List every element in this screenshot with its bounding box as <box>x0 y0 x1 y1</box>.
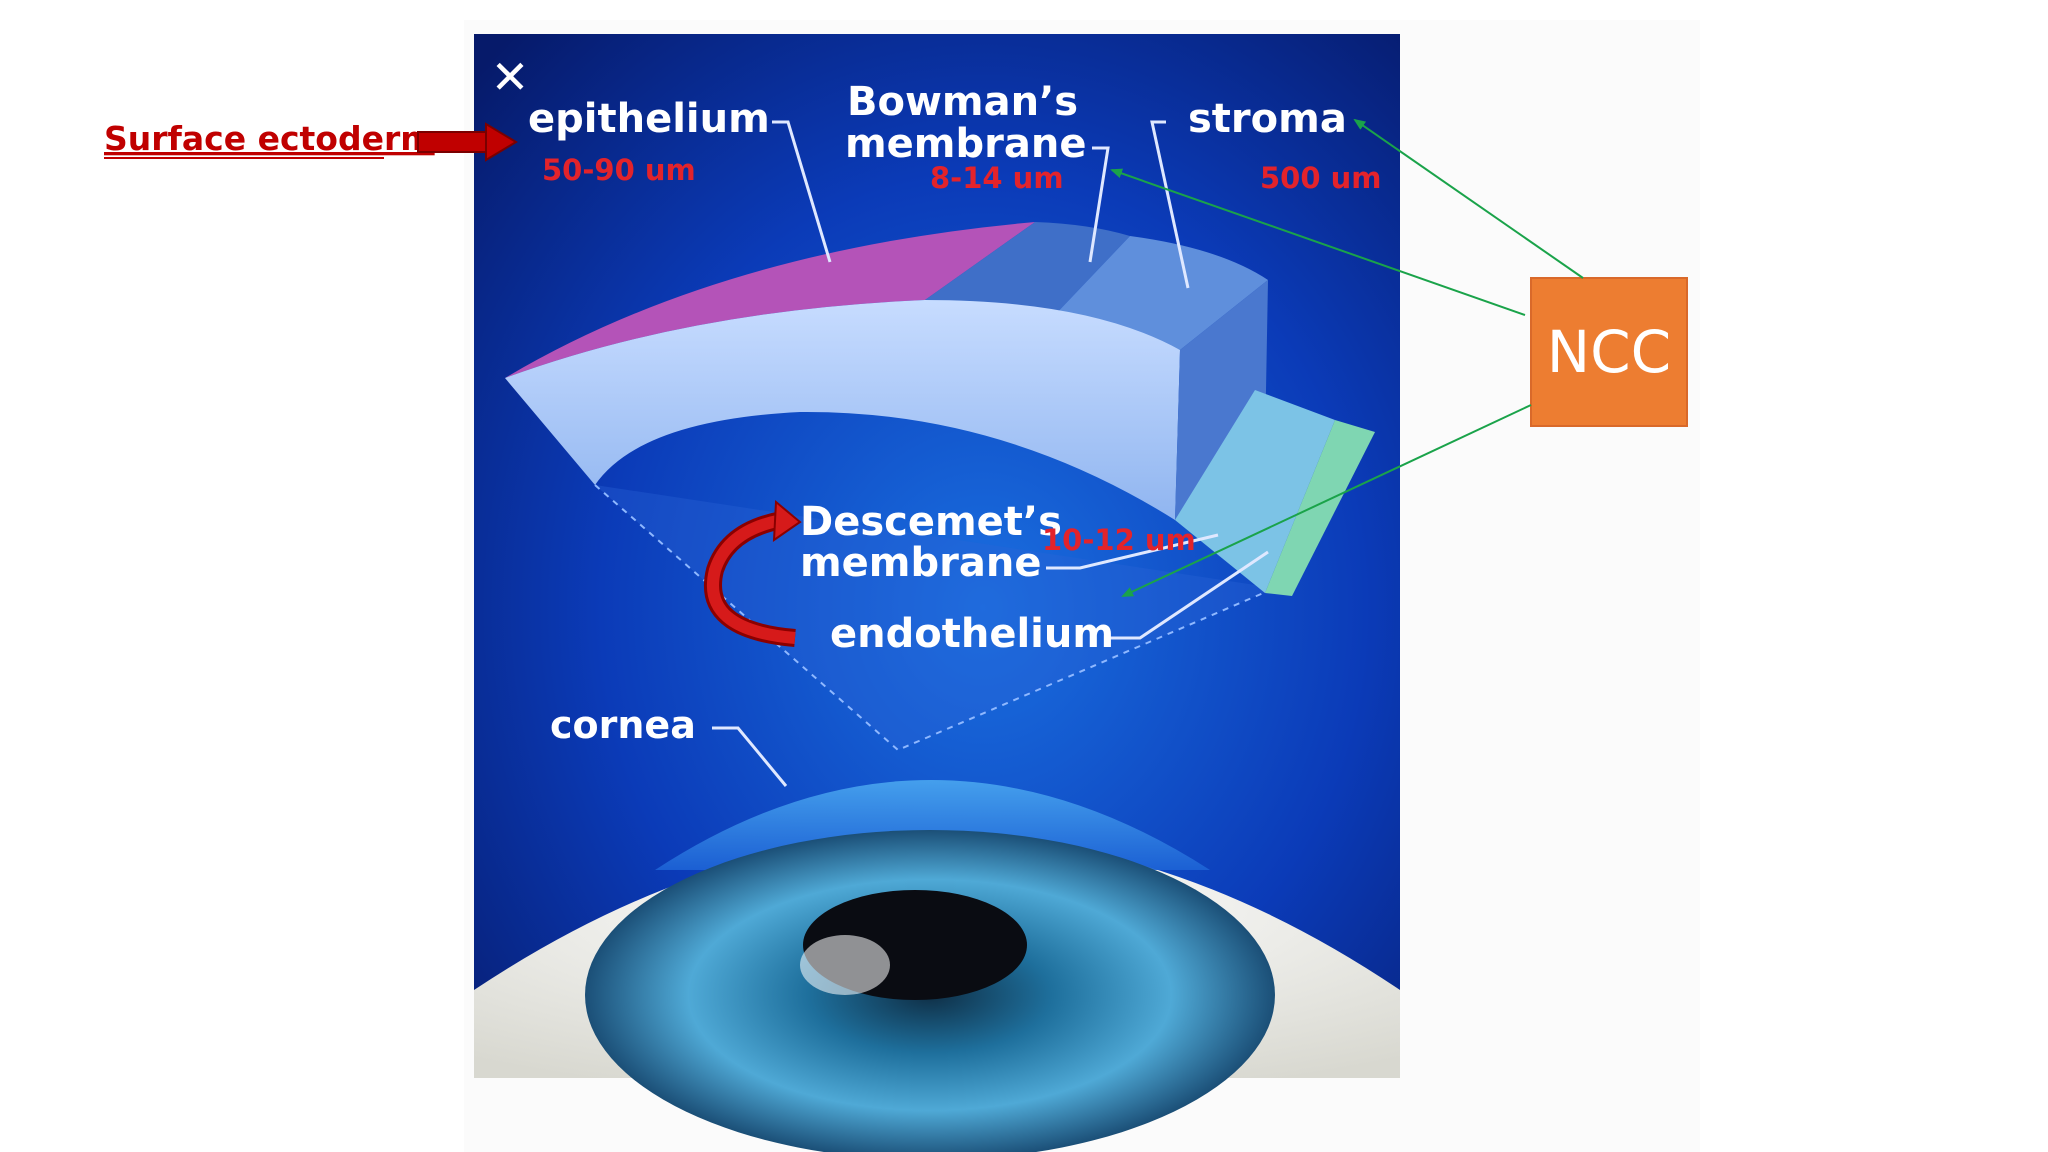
curved-red-arrow-inner <box>707 514 796 644</box>
eye-highlight <box>800 935 890 995</box>
ncc-label: NCC <box>1547 318 1671 386</box>
label-stroma: stroma <box>1188 96 1347 142</box>
label-descemet-line2: membrane <box>800 540 1041 586</box>
epithelium-leader <box>772 120 832 263</box>
ncc-arrow-bowman <box>1110 168 1526 316</box>
thickness-bowman: 8-14 um <box>930 161 1064 195</box>
projection-cone <box>594 484 1276 752</box>
endothelium-strip <box>1265 420 1375 596</box>
bowman-top <box>925 222 1130 318</box>
thickness-epithelium: 50-90 um <box>542 153 696 187</box>
label-bowman-line2: membrane <box>845 121 1086 167</box>
label-endothelium: endothelium <box>830 611 1114 657</box>
stroma-leader <box>1150 120 1190 289</box>
curved-red-arrow-head <box>772 499 802 542</box>
label-bowman-line1: Bowman’s <box>847 79 1078 125</box>
cornea-leader <box>712 726 788 787</box>
label-descemet-line1: Descemet’s <box>800 499 1062 545</box>
ncc-box: NCC <box>1530 277 1688 427</box>
endothelium-leader <box>1108 550 1269 640</box>
ncc-arrow-stroma <box>1353 118 1584 279</box>
label-epithelium: epithelium <box>528 96 770 142</box>
descemet-strip <box>1175 390 1335 593</box>
epithelium-top <box>505 222 1035 378</box>
cornea-diagram: ✕ epithelium Bowman’s membrane stroma De… <box>474 34 1400 1152</box>
surface-ectoderm-label: Surface ectoderm <box>104 119 435 158</box>
ncc-arrow-endothelium <box>1121 404 1532 597</box>
close-icon[interactable]: ✕ <box>491 50 530 104</box>
thickness-stroma: 500 um <box>1260 161 1382 195</box>
descemet-leader <box>1046 533 1219 570</box>
thickness-descemet: 10-12 um <box>1042 523 1196 557</box>
bowman-leader <box>1088 146 1110 263</box>
surface-ectoderm-arrow <box>417 122 518 162</box>
stroma-front <box>505 300 1180 520</box>
label-cornea: cornea <box>550 703 696 747</box>
